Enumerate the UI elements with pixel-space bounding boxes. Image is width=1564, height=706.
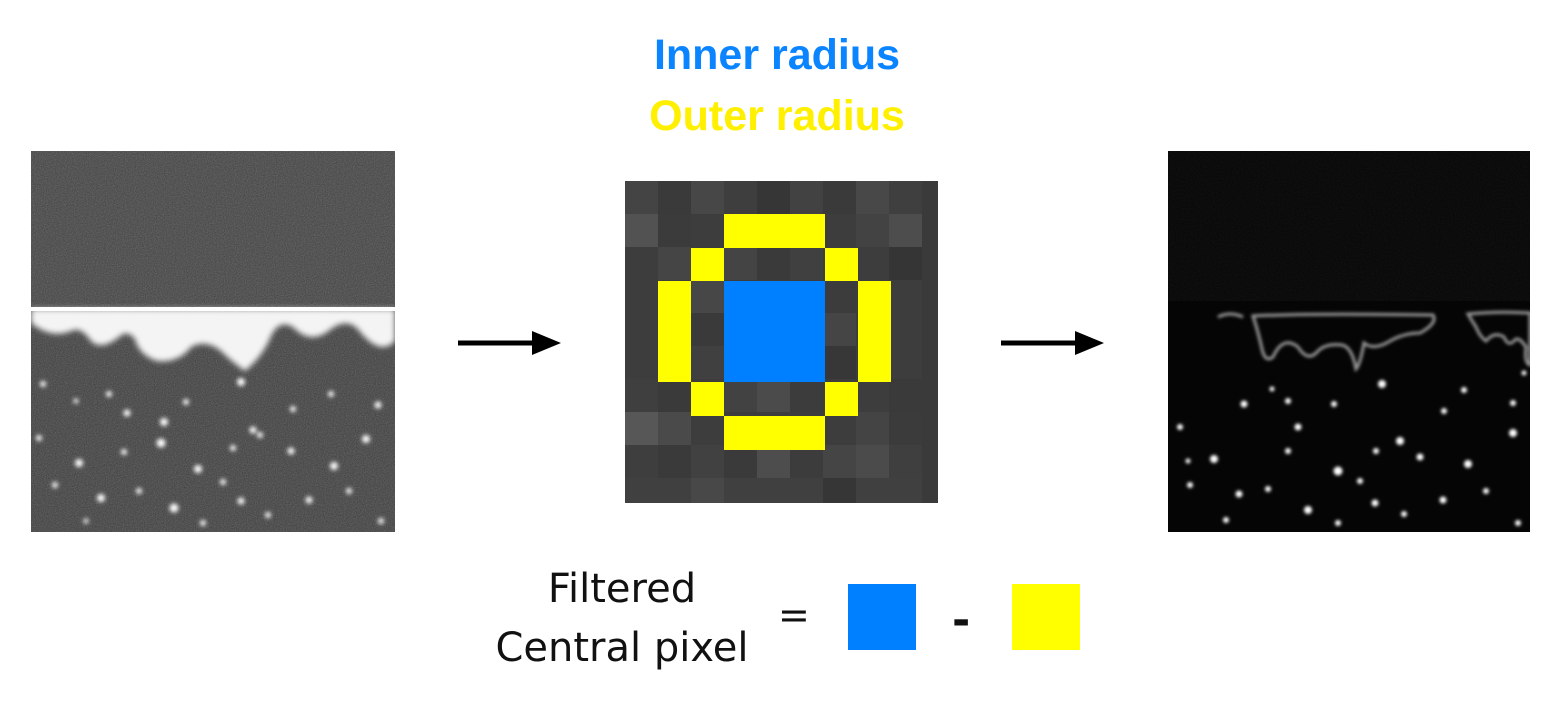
equation-line-central-pixel: Central pixel [495,625,749,671]
minus-sign: - [952,595,971,646]
raw-image-panel [31,151,395,532]
outer-radius-label: Outer radius [649,92,905,140]
filter-kernel-grid [625,181,938,503]
right-arrow-icon [1001,331,1104,355]
equation-line-filtered: Filtered [547,566,697,612]
inner-radius-label: Inner radius [653,31,901,79]
equals-sign: = [778,593,810,637]
outer-radius-swatch [1012,584,1080,650]
inner-radius-square [724,281,825,382]
outer-radius-ring [658,214,891,450]
inner-radius-swatch [848,584,916,650]
right-arrow-icon [458,331,561,355]
filtered-image-panel [1168,151,1530,532]
